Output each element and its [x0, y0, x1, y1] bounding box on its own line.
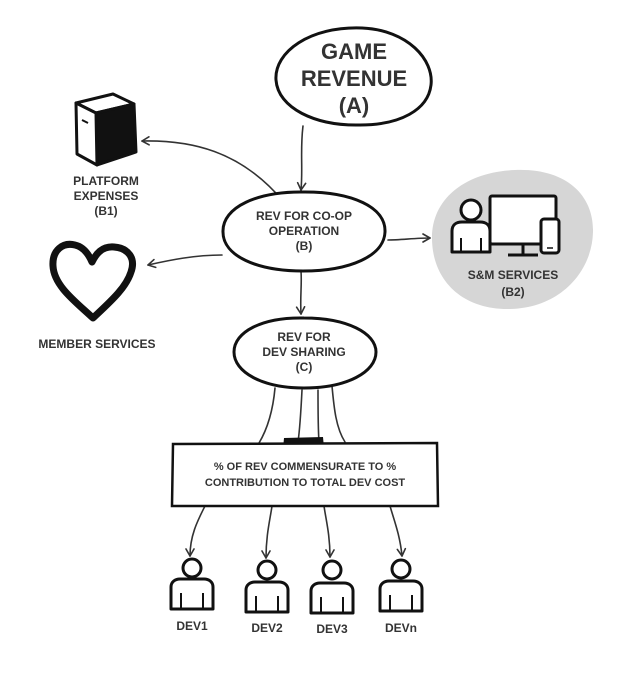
arrow-box-to-devn	[389, 505, 407, 557]
arrow-box-to-dev1	[185, 505, 206, 557]
arrow-b-to-sm	[387, 233, 431, 243]
rev-coop-line-1: REV FOR CO-OP	[256, 209, 352, 223]
sm-line-1: S&M SERVICES	[468, 268, 558, 282]
person-icon	[309, 559, 355, 615]
rev-coop-line-3: (B)	[296, 239, 313, 253]
platform-line-1: PLATFORM	[73, 174, 139, 188]
dev-label: DEV2	[251, 621, 283, 635]
line-c-to-box-3	[317, 389, 320, 443]
formula-line-2: CONTRIBUTION TO TOTAL DEV COST	[205, 477, 406, 489]
arrow-b-to-c	[295, 270, 306, 315]
node-member-services: MEMBER SERVICES	[38, 240, 156, 351]
sm-line-2: (B2)	[501, 285, 524, 299]
computer-devices-icon	[450, 194, 561, 257]
node-rev-dev-sharing: REV FOR DEV SHARING (C)	[232, 316, 378, 390]
line-c-to-box-1	[258, 387, 276, 444]
arrow-box-to-dev2	[261, 505, 273, 559]
member-services-label: MEMBER SERVICES	[38, 337, 155, 351]
rev-dev-line-2: DEV SHARING	[262, 345, 345, 359]
dev-label: DEV1	[176, 619, 208, 633]
node-rev-coop: REV FOR CO-OP OPERATION (B)	[221, 190, 387, 273]
dev-n: DEVn	[378, 558, 424, 635]
arrow-a-to-b	[296, 125, 307, 191]
game-revenue-line-1: GAME	[321, 39, 387, 64]
rev-dev-line-1: REV FOR	[277, 330, 331, 344]
platform-line-2: EXPENSES	[74, 189, 139, 203]
dev-2: DEV2	[244, 559, 290, 635]
arrow-b-to-platform	[141, 136, 284, 202]
dev-label: DEV3	[316, 622, 348, 636]
heart-icon	[49, 240, 136, 322]
arrow-box-to-dev3	[323, 505, 335, 558]
person-icon	[169, 557, 215, 611]
line-c-to-box-4	[331, 385, 346, 443]
dev-label: DEVn	[385, 621, 417, 635]
game-revenue-line-2: REVENUE	[301, 66, 407, 91]
person-icon	[378, 558, 424, 613]
rev-coop-line-2: OPERATION	[269, 224, 339, 238]
platform-line-3: (B1)	[94, 204, 117, 218]
arrow-b-to-member	[147, 254, 223, 269]
node-platform-expenses: PLATFORM EXPENSES (B1)	[73, 92, 139, 218]
line-c-to-box-2	[297, 389, 303, 443]
node-formula-box: % OF REV COMMENSURATE TO % CONTRIBUTION …	[170, 441, 440, 508]
rev-dev-line-3: (C)	[296, 360, 313, 374]
dev-1: DEV1	[169, 557, 215, 633]
dev-3: DEV3	[309, 559, 355, 636]
node-game-revenue: GAME REVENUE (A)	[274, 26, 433, 127]
node-sm-services: S&M SERVICES (B2)	[432, 169, 594, 310]
person-icon	[244, 559, 290, 614]
formula-line-1: % OF REV COMMENSURATE TO %	[214, 461, 397, 473]
server-tower-icon	[74, 92, 138, 167]
game-revenue-line-3: (A)	[339, 93, 370, 118]
